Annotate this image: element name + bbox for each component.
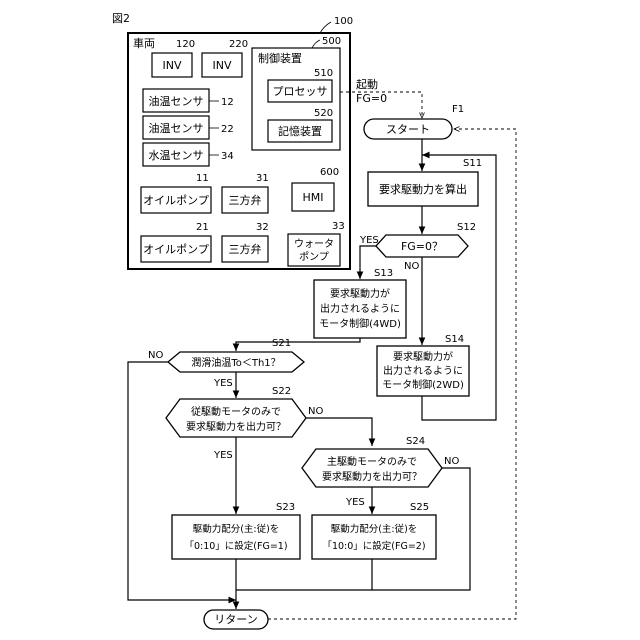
- s21-yes-label: YES: [213, 378, 233, 389]
- hmi-ref: 600: [320, 167, 339, 178]
- inv-ref-1: 120: [176, 39, 195, 50]
- three-way-valve-ref-2: 32: [256, 222, 269, 233]
- decision-s21-label: 潤滑油温To＜Th1？: [191, 356, 280, 369]
- vehicle-title: 車両: [133, 36, 155, 50]
- step-s25-box: [312, 515, 436, 559]
- s24-yes-label: YES: [345, 497, 365, 508]
- water-temp-sensor-label: 水温センサ: [149, 149, 204, 162]
- step-s13-line1: 要求駆動力が: [330, 287, 390, 300]
- figure-label: 図2: [112, 12, 130, 25]
- inv-label-2: INV: [213, 59, 232, 72]
- three-way-valve-label-1: 三方弁: [229, 193, 262, 207]
- water-pump-label-line1: ウォータ: [294, 238, 334, 250]
- processor-label: プロセッサ: [273, 85, 328, 98]
- decision-s12-label: FG=0？: [401, 240, 443, 253]
- return-label: リターン: [214, 613, 257, 626]
- step-s25-line2: 「10:0」に設定(FG=2): [322, 540, 425, 552]
- decision-s24-line2: 要求駆動力を出力可？: [322, 470, 422, 483]
- oil-pump-label-1: オイルポンプ: [143, 194, 209, 207]
- vehicle-ref: 100: [334, 16, 353, 27]
- step-s25-line1: 駆動力配分(主:従)を: [331, 523, 418, 535]
- step-s14-line2: 出力されるように: [383, 364, 463, 377]
- decision-s24-line1: 主駆動モータのみで: [327, 455, 417, 468]
- step-s13-line2: 出力されるように: [320, 302, 400, 315]
- s12-no-label: NO: [404, 261, 419, 272]
- hmi-label: HMI: [302, 191, 323, 204]
- oil-temp-sensor-ref-2: 22: [221, 124, 234, 135]
- memory-label: 記憶装置: [278, 124, 322, 138]
- step-s14-ref: S14: [445, 334, 464, 345]
- step-s14-line1: 要求駆動力が: [393, 350, 453, 363]
- three-way-valve-label-2: 三方弁: [229, 242, 262, 256]
- step-s14-line3: モータ制御(2WD): [382, 378, 464, 391]
- start-ref: F1: [452, 104, 464, 115]
- decision-s12-ref: S12: [457, 222, 476, 233]
- start-note-line2: FG=0: [356, 92, 387, 105]
- oil-pump-ref-1: 11: [196, 173, 209, 184]
- step-s23-box: [172, 515, 300, 559]
- decision-s21-ref: S21: [272, 338, 291, 349]
- s22-no-label: NO: [308, 406, 323, 417]
- controller-title: 制御装置: [258, 51, 302, 65]
- decision-s24-ref: S24: [406, 436, 425, 447]
- water-pump-label-line2: ポンプ: [299, 251, 329, 263]
- s12-yes-label: YES: [359, 235, 379, 246]
- decision-s22-ref: S22: [272, 386, 291, 397]
- step-s11-ref: S11: [463, 158, 482, 169]
- controller-ref: 500: [322, 36, 341, 47]
- inv-ref-2: 220: [229, 39, 248, 50]
- step-s13-ref: S13: [374, 268, 393, 279]
- oil-pump-label-2: オイルポンプ: [143, 243, 209, 256]
- inv-label-1: INV: [163, 59, 182, 72]
- s21-no-label: NO: [148, 350, 163, 361]
- step-s23-line2: 「0:10」に設定(FG=1): [184, 540, 287, 552]
- three-way-valve-ref-1: 31: [256, 173, 269, 184]
- decision-s22-line2: 要求駆動力を出力可？: [186, 420, 286, 433]
- oil-pump-ref-2: 21: [196, 222, 209, 233]
- memory-ref: 520: [314, 108, 333, 119]
- oil-temp-sensor-label-2: 油温センサ: [149, 121, 204, 135]
- step-s11-label: 要求駆動力を算出: [379, 182, 467, 196]
- step-s23-line1: 駆動力配分(主:従)を: [193, 523, 280, 535]
- oil-temp-sensor-ref-1: 12: [221, 97, 234, 108]
- step-s23-ref: S23: [276, 502, 295, 513]
- step-s25-ref: S25: [410, 502, 429, 513]
- processor-ref: 510: [314, 68, 333, 79]
- water-pump-ref: 33: [332, 221, 345, 232]
- s22-yes-label: YES: [213, 450, 233, 461]
- s24-no-label: NO: [444, 456, 459, 467]
- start-note-line1: 起動: [356, 77, 378, 91]
- water-temp-sensor-ref: 34: [221, 151, 234, 162]
- start-label: スタート: [386, 123, 430, 136]
- oil-temp-sensor-label-1: 油温センサ: [149, 94, 204, 108]
- step-s13-line3: モータ制御(4WD): [319, 317, 401, 330]
- decision-s22-line1: 従駆動モータのみで: [191, 405, 281, 418]
